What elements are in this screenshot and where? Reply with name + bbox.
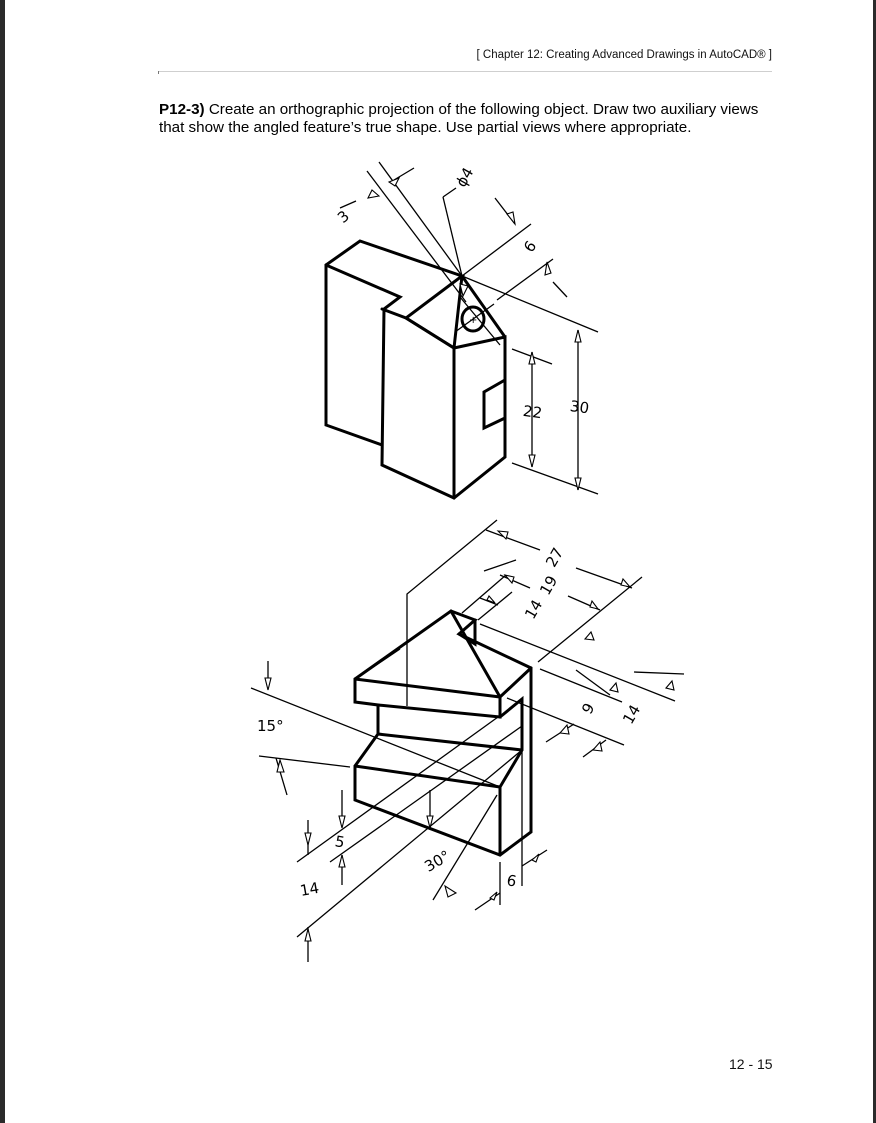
figure-top-isometric: + <box>324 161 599 500</box>
viewer-left-border <box>0 0 5 1123</box>
dimension-lines-bottom: 27 19 14 9 14 15° 5 14 30° 6 <box>250 519 685 962</box>
running-header: [ Chapter 12: Creating Advanced Drawings… <box>476 49 773 61</box>
dim-19-label: 19 <box>536 573 561 599</box>
object-outline-top: + <box>324 239 507 500</box>
dim-14-left-label: 14 <box>299 879 321 900</box>
viewer-right-border <box>873 0 876 1123</box>
dim-27-label: 27 <box>542 545 567 571</box>
dim-30-degree-label: 30° <box>421 847 453 876</box>
figure-bottom-isometric: 27 19 14 9 14 15° 5 14 30° 6 <box>250 519 685 962</box>
dim-14-right-label: 14 <box>619 702 644 728</box>
dim-5-label: 5 <box>334 832 347 851</box>
object-outline-bottom <box>353 609 533 857</box>
dimension-lines-top: 3 ϕ4 6 22 30 <box>334 161 599 495</box>
dim-6-label: 6 <box>520 238 540 256</box>
header-divider-tick <box>158 71 159 74</box>
dim-hole-diameter-label: ϕ4 <box>452 164 477 190</box>
dim-15-degree-label: 15° <box>257 717 284 735</box>
dim-30-label: 30 <box>569 397 590 417</box>
dim-22-label: 22 <box>522 402 543 422</box>
dim-6-bottom-label: 6 <box>505 871 518 890</box>
problem-statement: P12-3) Create an orthographic projection… <box>159 101 779 137</box>
svg-text:+: + <box>469 315 477 326</box>
dim-14-top-label: 14 <box>521 597 546 623</box>
header-divider <box>158 71 772 72</box>
problem-text: Create an orthographic projection of the… <box>159 101 759 136</box>
page-number: 12 - 15 <box>729 1056 773 1072</box>
problem-label: P12-3) <box>159 101 205 118</box>
dim-9-label: 9 <box>578 700 598 717</box>
dim-3-label: 3 <box>334 207 353 227</box>
